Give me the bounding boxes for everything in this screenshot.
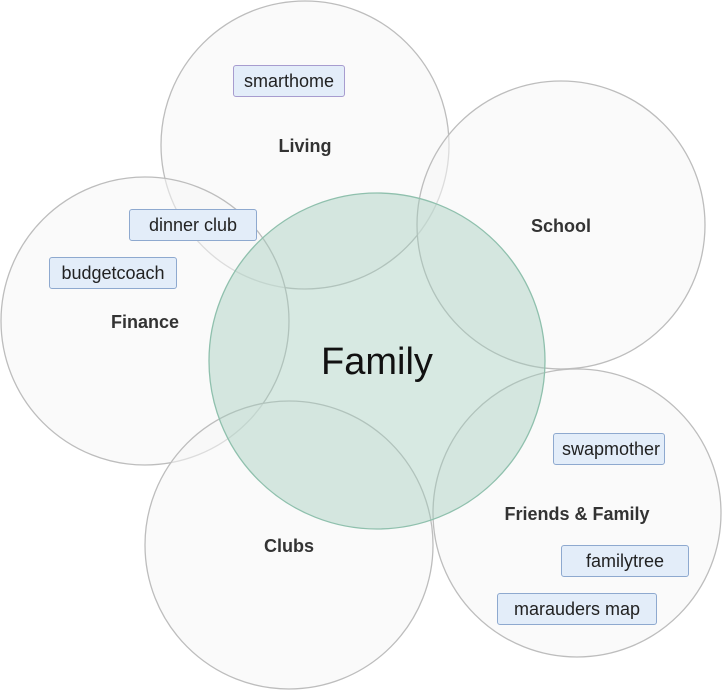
family-circle [208, 192, 546, 530]
budgetcoach-tag: budgetcoach [49, 257, 177, 289]
swapmother-tag: swapmother [553, 433, 665, 465]
clubs-circle [144, 400, 434, 690]
school-circle [416, 80, 706, 370]
finance-circle [0, 176, 290, 466]
living-label: Living [279, 136, 332, 156]
school-label: School [531, 216, 591, 236]
clubs-label: Clubs [264, 536, 314, 556]
friends-family-label: Friends & Family [504, 504, 649, 524]
marauders-map-tag: marauders map [497, 593, 657, 625]
dinner-club-tag: dinner club [129, 209, 257, 241]
smarthome-tag: smarthome [233, 65, 345, 97]
familytree-tag: familytree [561, 545, 689, 577]
family-label: Family [321, 341, 433, 383]
finance-label: Finance [111, 312, 179, 332]
